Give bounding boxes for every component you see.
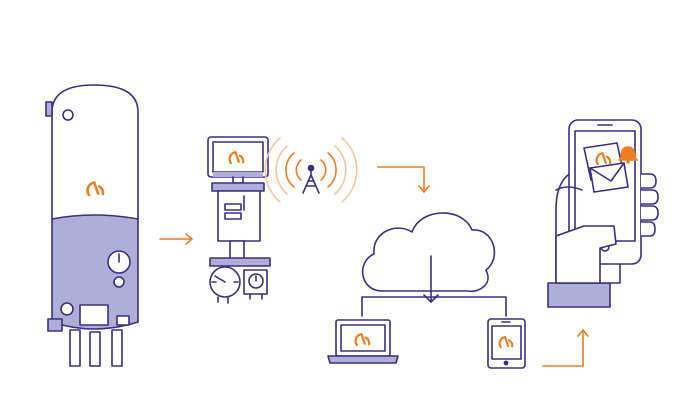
device-bar bbox=[211, 182, 265, 192]
laptop-base bbox=[327, 355, 399, 364]
signal-wave bbox=[341, 137, 358, 203]
liquid-level-line bbox=[51, 214, 139, 220]
flow-arrow-tank-to-device bbox=[159, 233, 193, 245]
signal-wave bbox=[334, 145, 347, 195]
bell-icon bbox=[618, 146, 638, 164]
tank-port bbox=[62, 109, 74, 121]
device-legs bbox=[217, 293, 263, 304]
finger bbox=[640, 221, 656, 237]
antenna-tower bbox=[302, 174, 320, 194]
bell-clapper bbox=[626, 160, 630, 164]
tablet-icon bbox=[487, 318, 526, 369]
arrow-up-icon bbox=[577, 329, 589, 337]
storage-tank-icon bbox=[45, 84, 139, 367]
hand-crease bbox=[555, 186, 583, 191]
signal-wave bbox=[320, 159, 327, 181]
finger bbox=[640, 173, 657, 189]
tank-panel bbox=[79, 304, 109, 326]
antenna-tip bbox=[307, 164, 315, 172]
laptop-icon bbox=[327, 319, 399, 364]
signal-wave bbox=[275, 145, 288, 195]
distribution-connector bbox=[361, 296, 507, 317]
flow-arrow-antenna-to-cloud bbox=[377, 166, 430, 193]
tank-valve bbox=[45, 101, 53, 117]
cloud-icon bbox=[361, 212, 507, 317]
radio-antenna-icon bbox=[264, 137, 358, 203]
device-slot bbox=[224, 203, 242, 211]
tablet-home-button bbox=[503, 360, 509, 366]
smartphone-in-hand-icon bbox=[547, 119, 659, 308]
tank-leg bbox=[69, 329, 81, 367]
tank-port bbox=[60, 302, 74, 316]
signal-wave bbox=[327, 152, 337, 188]
tank-liquid bbox=[52, 215, 138, 329]
tank-leg bbox=[89, 331, 101, 367]
gauge-needle bbox=[214, 275, 226, 283]
envelope-body bbox=[589, 162, 629, 193]
cloud-shape bbox=[361, 212, 496, 293]
screen-stand bbox=[232, 176, 244, 184]
brand-logo-icon bbox=[86, 181, 105, 196]
monitoring-device-icon bbox=[207, 136, 271, 304]
signal-wave bbox=[285, 152, 295, 188]
tank-dial bbox=[113, 276, 125, 288]
arrow-down-icon bbox=[418, 185, 430, 193]
hand-thumb bbox=[555, 225, 617, 284]
flow-arrow-tablet-to-phone bbox=[542, 329, 589, 367]
device-manifold bbox=[209, 257, 271, 267]
hand-sleeve bbox=[547, 282, 611, 308]
screen-bezel bbox=[213, 172, 263, 177]
bell-body bbox=[618, 146, 638, 161]
envelope-flap bbox=[589, 162, 625, 182]
device-slot bbox=[224, 212, 242, 220]
arrow-right-icon bbox=[185, 233, 193, 245]
tank-leg bbox=[111, 329, 123, 367]
arrow-line bbox=[542, 329, 584, 367]
tank-box bbox=[116, 315, 130, 326]
signal-wave bbox=[264, 137, 281, 203]
signal-wave bbox=[295, 159, 302, 181]
tank-outlet bbox=[47, 318, 63, 332]
finger bbox=[640, 205, 659, 221]
email-notification-icon bbox=[583, 142, 629, 193]
finger bbox=[640, 189, 659, 205]
arrow-line bbox=[377, 166, 425, 193]
tank-body bbox=[51, 84, 139, 330]
